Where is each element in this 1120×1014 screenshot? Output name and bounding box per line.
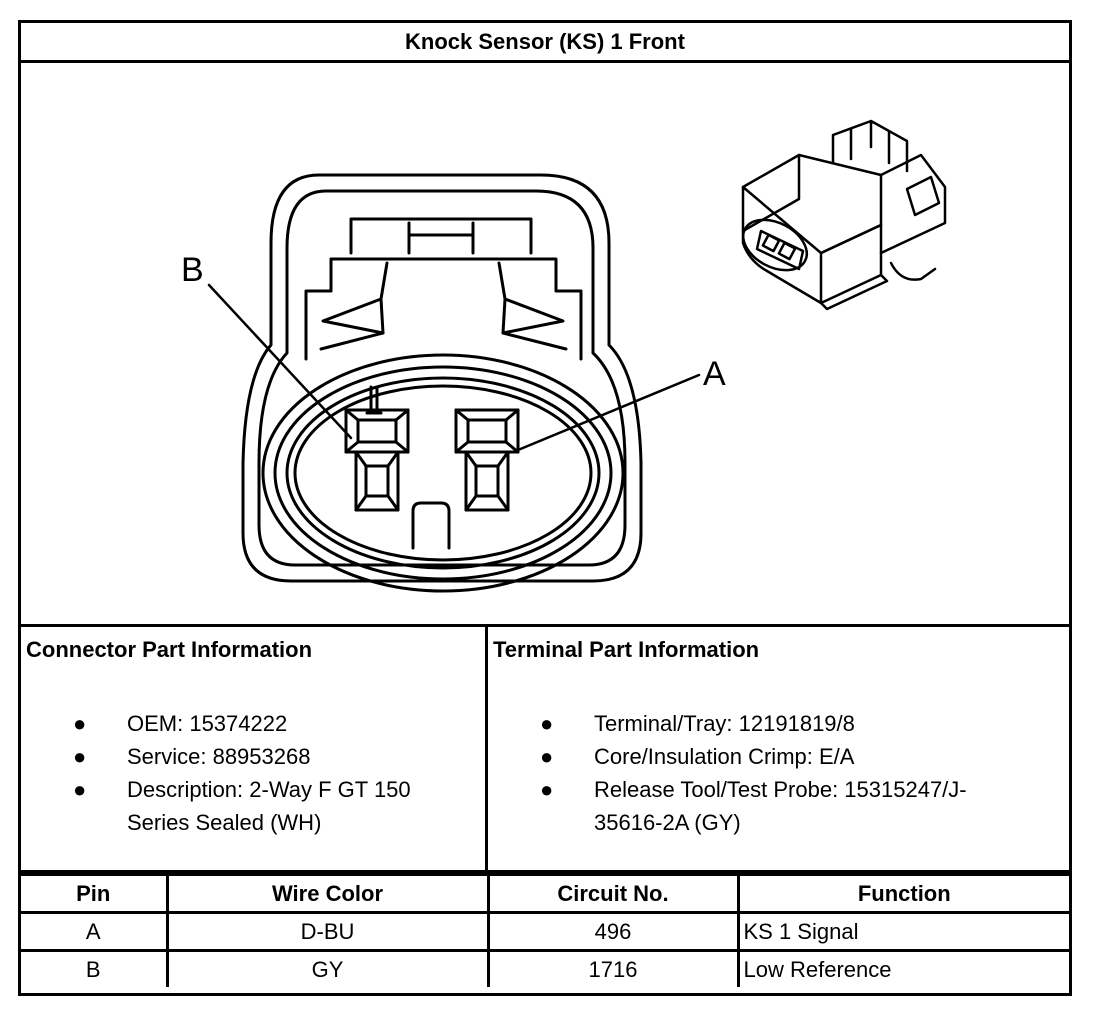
pin-label-b: B [181,251,204,289]
list-item-text: Service: 88953268 [127,744,311,769]
pin-table: Pin Wire Color Circuit No. Function A D-… [21,873,1069,987]
list-item-text: Release Tool/Test Probe: 15315247/J-3561… [594,777,967,835]
terminal-part-info-list: ● Terminal/Tray: 12191819/8 ● Core/Insulat… [540,707,1020,839]
cell-pin: B [21,949,169,987]
bullet-icon: ● [73,711,87,736]
bullet-icon: ● [540,711,554,736]
table-row: A D-BU 496 KS 1 Signal [21,911,1069,952]
list-item-text: Terminal/Tray: 12191819/8 [594,711,855,736]
table-row: B GY 1716 Low Reference [21,949,1069,987]
connector-front-view-drawing [207,119,947,593]
list-item: ● Release Tool/Test Probe: 15315247/J-356… [540,773,1020,839]
cell-wire-color: GY [165,949,490,987]
part-information-section: Connector Part Information ● OEM: 1537422… [21,627,1069,873]
header-pin: Pin [21,873,169,914]
list-item-text: Description: 2-Way F GT 150 Series Seale… [127,777,411,835]
list-item: ● Terminal/Tray: 12191819/8 [540,707,1020,740]
bullet-icon: ● [540,777,554,802]
header-function: Function [736,873,1069,914]
connector-part-info-heading: Connector Part Information [26,637,313,662]
list-item: ● Core/Insulation Crimp: E/A [540,740,1020,773]
list-item-text: Core/Insulation Crimp: E/A [594,744,855,769]
terminal-part-info-heading: Terminal Part Information [493,637,760,662]
connector-sheet: Knock Sensor (KS) 1 Front [18,20,1072,996]
header-wire-color: Wire Color [165,873,490,914]
bullet-icon: ● [540,744,554,769]
bullet-icon: ● [73,777,87,802]
list-item: ● Description: 2-Way F GT 150 Series Seal… [73,773,473,839]
pin-label-a: A [703,355,726,393]
cell-pin: A [21,911,169,952]
table-header-row: Pin Wire Color Circuit No. Function [21,873,1069,914]
connector-part-info-list: ● OEM: 15374222 ● Service: 88953268 ● Descr… [73,707,473,839]
bullet-icon: ● [73,744,87,769]
cell-circuit-no: 1716 [486,949,740,987]
cell-circuit-no: 496 [486,911,740,952]
list-item: ● OEM: 15374222 [73,707,473,740]
cell-function: KS 1 Signal [736,911,1069,952]
list-item-text: OEM: 15374222 [127,711,288,736]
connector-part-info: Connector Part Information ● OEM: 1537422… [21,627,488,870]
list-item: ● Service: 88953268 [73,740,473,773]
terminal-part-info: Terminal Part Information ● Terminal/Tray… [488,627,1069,870]
cell-wire-color: D-BU [165,911,490,952]
header-circuit-no: Circuit No. [486,873,740,914]
page-title: Knock Sensor (KS) 1 Front [21,23,1069,63]
connector-figure: B A [21,63,1069,627]
cell-function: Low Reference [736,949,1069,987]
